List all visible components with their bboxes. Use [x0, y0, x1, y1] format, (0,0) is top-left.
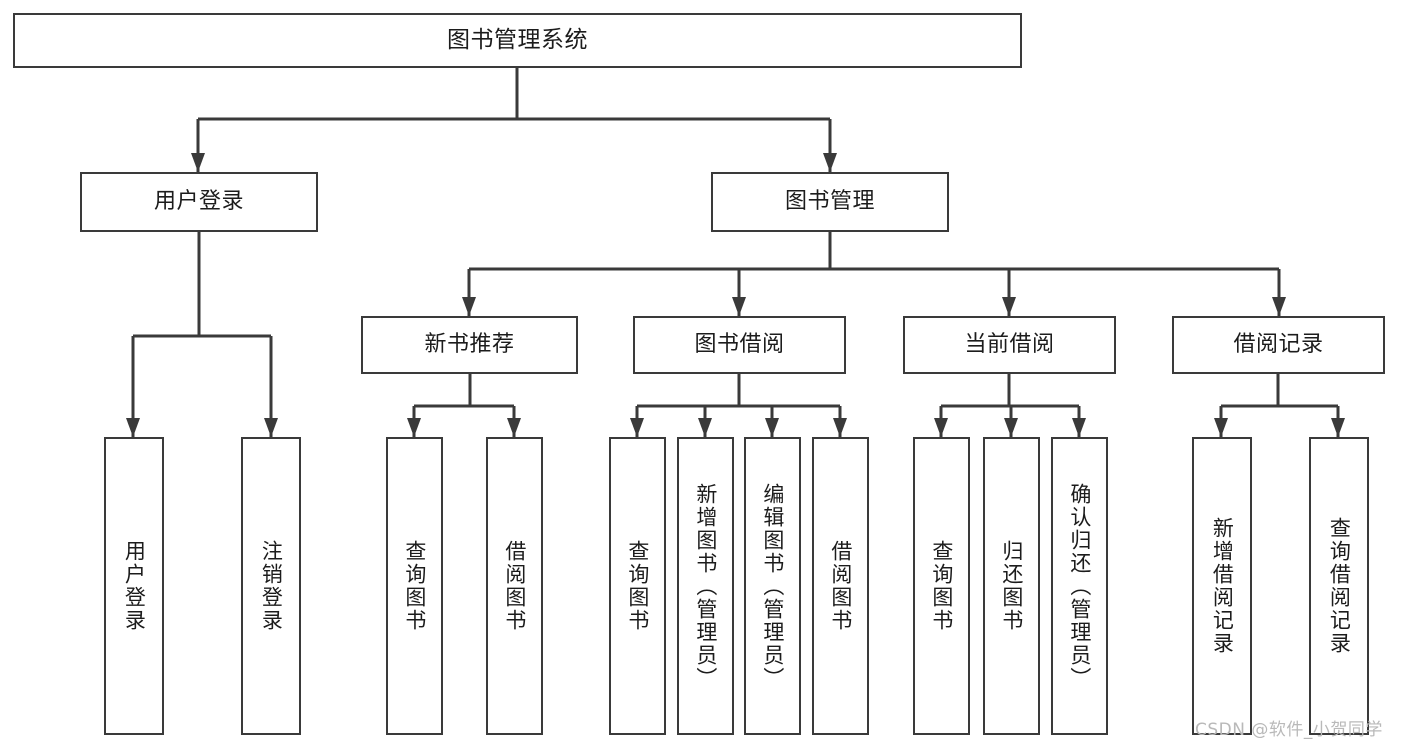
node-label: 借阅图书 — [502, 540, 527, 632]
node-current-borrow[interactable]: 当前借阅 — [903, 316, 1116, 374]
node-label: 查询借阅记录 — [1327, 517, 1352, 655]
node-label: 用户登录 — [153, 188, 244, 214]
arrowhead — [1004, 418, 1018, 437]
node-label: 借阅记录 — [1233, 331, 1324, 357]
node-leaf-confirm-return[interactable]: 确认归还（管理员） — [1051, 437, 1108, 735]
node-leaf-query-book-1[interactable]: 查询图书 — [386, 437, 443, 735]
node-book-borrow[interactable]: 图书借阅 — [633, 316, 846, 374]
node-label: 查询图书 — [402, 540, 427, 632]
arrowhead — [934, 418, 948, 437]
arrowhead — [823, 153, 837, 172]
node-book-manage[interactable]: 图书管理 — [711, 172, 949, 232]
arrowhead — [698, 418, 712, 437]
arrowhead — [191, 153, 205, 172]
node-leaf-user-login[interactable]: 用户登录 — [104, 437, 164, 735]
arrowhead — [1214, 418, 1228, 437]
node-leaf-edit-book[interactable]: 编辑图书（管理员） — [744, 437, 801, 735]
node-leaf-query-record[interactable]: 查询借阅记录 — [1309, 437, 1369, 735]
node-label: 新书推荐 — [424, 331, 515, 357]
node-leaf-query-book-2[interactable]: 查询图书 — [609, 437, 666, 735]
arrowhead — [264, 418, 278, 437]
arrowhead — [630, 418, 644, 437]
node-leaf-borrow-book-2[interactable]: 借阅图书 — [812, 437, 869, 735]
arrowhead — [462, 297, 476, 316]
node-leaf-query-book-3[interactable]: 查询图书 — [913, 437, 970, 735]
arrowhead — [1002, 297, 1016, 316]
arrowhead — [732, 297, 746, 316]
node-label: 图书借阅 — [694, 331, 785, 357]
node-leaf-return-book[interactable]: 归还图书 — [983, 437, 1040, 735]
node-label: 图书管理系统 — [447, 26, 588, 53]
node-leaf-user-logout[interactable]: 注销登录 — [241, 437, 301, 735]
arrowhead — [1331, 418, 1345, 437]
arrowhead — [126, 418, 140, 437]
arrowhead — [1272, 297, 1286, 316]
node-root[interactable]: 图书管理系统 — [13, 13, 1022, 68]
node-leaf-add-book[interactable]: 新增图书（管理员） — [677, 437, 734, 735]
arrowhead — [833, 418, 847, 437]
node-label: 归还图书 — [999, 540, 1024, 632]
arrowhead — [765, 418, 779, 437]
node-label: 查询图书 — [625, 540, 650, 632]
node-label: 新增借阅记录 — [1210, 517, 1235, 655]
node-leaf-add-record[interactable]: 新增借阅记录 — [1192, 437, 1252, 735]
arrowhead — [407, 418, 421, 437]
node-borrow-record[interactable]: 借阅记录 — [1172, 316, 1385, 374]
node-label: 注销登录 — [259, 540, 284, 632]
node-label: 图书管理 — [784, 188, 875, 214]
arrowhead — [1072, 418, 1086, 437]
watermark: CSDN @软件_小贺同学 — [1195, 720, 1383, 740]
node-label: 借阅图书 — [828, 540, 853, 632]
node-label: 查询图书 — [929, 540, 954, 632]
node-label: 新增图书（管理员） — [693, 482, 718, 690]
node-label: 当前借阅 — [964, 331, 1055, 357]
arrowhead — [507, 418, 521, 437]
node-label: 编辑图书（管理员） — [760, 482, 785, 690]
node-new-book-rec[interactable]: 新书推荐 — [361, 316, 578, 374]
node-user-login[interactable]: 用户登录 — [80, 172, 318, 232]
node-leaf-borrow-book-1[interactable]: 借阅图书 — [486, 437, 543, 735]
node-label: 用户登录 — [122, 540, 147, 632]
node-label: 确认归还（管理员） — [1067, 482, 1092, 690]
